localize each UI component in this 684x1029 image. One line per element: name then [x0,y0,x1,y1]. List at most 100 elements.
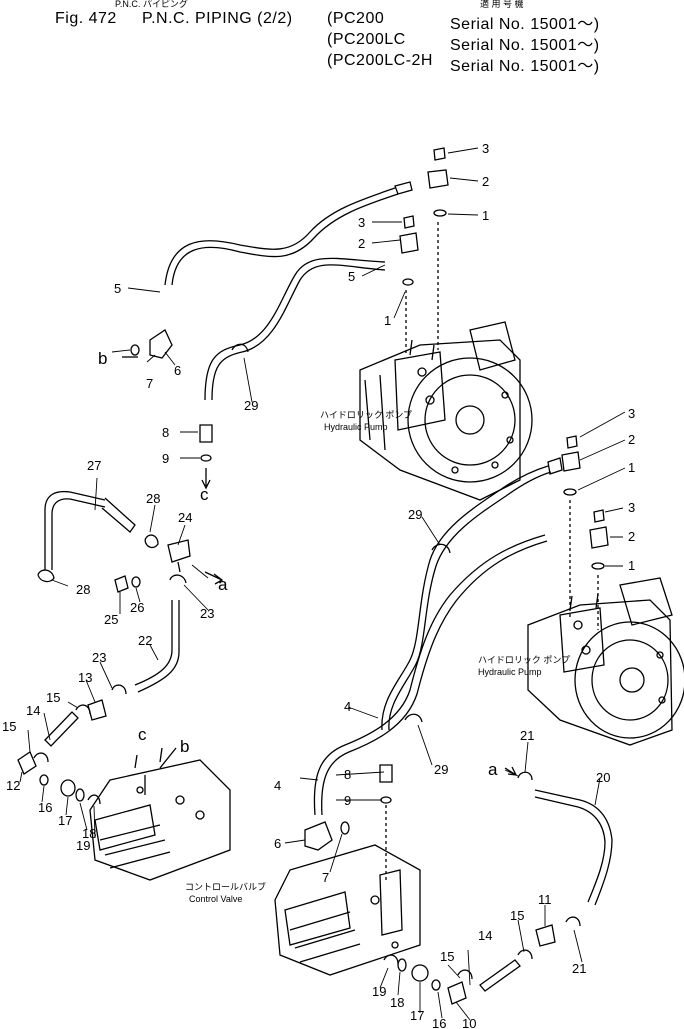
connector-2-lower [589,526,609,549]
letter-c-valve: c [138,725,147,744]
label-22: 22 [138,633,152,648]
label-26: 26 [130,600,144,615]
oring-9-upper [200,454,212,462]
label-29-lower-top: 29 [408,507,422,522]
oring-9-lower [380,796,392,804]
pipe-14-lower [479,959,521,992]
clamp-21-bottom [565,916,581,927]
fitting-17-lower [411,964,429,982]
label-7-upper: 7 [146,376,153,391]
clamp-29-upper [231,343,249,353]
plug-3-top [433,147,446,161]
fitting-17-upper [60,779,76,797]
label-17-lower: 17 [410,1008,424,1023]
model-row-2-model: (PC200LC [327,31,406,48]
label-18-lower: 18 [390,995,404,1010]
clamp-23-bottom [111,684,127,695]
letter-b-valve: b [180,737,189,756]
control-valve-upper [89,747,231,881]
hose-27 [44,490,136,570]
label-12: 12 [6,778,20,793]
letter-a-right: a [488,760,498,779]
hose-22 [134,600,180,693]
clamp-23-top [169,574,187,584]
hose-lower-29 [381,457,563,731]
model-row-3-serial: Serial No. 15001～) [450,58,600,75]
label-21-bottom: 21 [572,961,586,976]
label-3-lower: 3 [628,500,635,515]
label-1-mid: 1 [384,313,391,328]
clamp-15-left [33,752,49,763]
label-23-bottom: 23 [92,650,106,665]
nipple-8-upper [199,424,213,443]
control-valve-lower [274,844,421,976]
label-9-lower: 9 [344,793,351,808]
connector-2-top [427,169,449,189]
label-27: 27 [87,458,101,473]
letter-c-upper: c [200,485,209,504]
clamp-19-upper [87,794,101,805]
figure-title: P.N.C. PIPING (2/2) [142,10,293,27]
label-28-right: 28 [146,491,160,506]
connector-13 [87,699,107,721]
label-16-lower: 16 [432,1016,446,1029]
clamp-15-lower-right [517,949,533,960]
oring-1-top [433,209,447,217]
label-28-left: 28 [76,582,90,597]
model-row-1-model: (PC200 [327,10,385,27]
hydraulic-pump-lower [527,577,684,746]
label-29-lower: 29 [434,762,448,777]
seal-16-upper [39,774,49,786]
clamp-21-top [517,771,533,781]
serial-header-jp: 適 用 号 機 [480,0,524,9]
seal-16-lower [431,979,441,991]
letter-a-left: a [218,575,228,594]
label-20: 20 [596,770,610,785]
label-15-left: 15 [2,719,16,734]
elbow-6-upper [149,329,173,359]
oring-7-lower [340,821,350,835]
label-4-center: 4 [344,699,351,714]
label-24: 24 [178,510,192,525]
connector-2-lower-top [561,451,581,472]
hose-lower-4 [313,534,548,816]
figure-number: Fig. 472 [55,10,117,27]
clamp-28-right [144,534,159,549]
label-8-upper: 8 [162,425,169,440]
model-row-3-model: (PC200LC-2H [327,52,433,69]
label-15-lower-left: 15 [440,949,454,964]
control-valve-caption-en: Control Valve [189,894,242,904]
clamp-29-lower-top [431,543,451,554]
clamp-19-lower [383,954,399,965]
bolt-25 [114,575,129,593]
label-6-upper: 6 [174,363,181,378]
oring-1-lower-top [563,488,577,496]
oring-18-lower [397,958,407,972]
pump-upper-caption-jp: ハイドロリック ポンプ [320,410,412,420]
label-17-upper: 17 [58,813,72,828]
oring-18-upper [75,788,85,802]
pump-lower-caption-en: Hydraulic Pump [478,667,542,677]
label-15-lower-right: 15 [510,908,524,923]
model-row-1-serial: Serial No. 15001～) [450,16,600,33]
label-8-lower: 8 [344,767,351,782]
hose-20 [534,789,613,906]
elbow-10 [447,981,467,1005]
label-1-top: 1 [482,208,489,223]
label-5-mid: 5 [348,269,355,284]
label-1-lower-top: 1 [628,460,635,475]
label-21-top: 21 [520,728,534,743]
label-2-lower: 2 [628,529,635,544]
label-19-lower: 19 [372,984,386,999]
clamp-29-lower [404,713,423,723]
hose-upper-5 [164,181,413,286]
letter-b-upper: b [98,349,107,368]
clamp-28-left [37,569,55,583]
label-11: 11 [538,892,552,907]
label-4-left: 4 [274,778,281,793]
label-2-top: 2 [482,174,489,189]
header-jp-title: P.N.C. パイピング [115,0,188,9]
elbow-6-lower [304,821,333,851]
label-18-upper: 18 [82,826,96,841]
